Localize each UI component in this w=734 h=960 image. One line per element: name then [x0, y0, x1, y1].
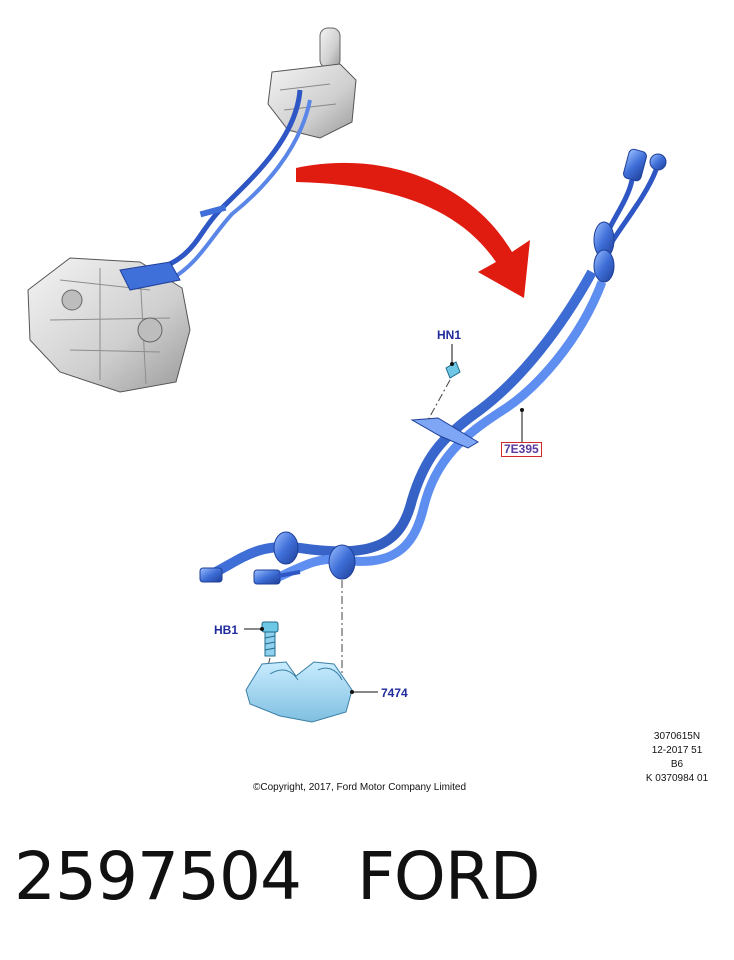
- clip-hn1: [427, 344, 461, 421]
- cable-end-connector-2: [649, 153, 667, 171]
- bulkhead-plate: [410, 417, 479, 449]
- cable-grommet-2: [328, 544, 356, 580]
- gear-knob: [319, 27, 341, 69]
- meta-line: B6: [670, 759, 684, 770]
- meta-line: 12-2017 51: [651, 745, 703, 756]
- direction-arrow: [296, 162, 530, 298]
- exploded-parts-diagram: [27, 27, 667, 723]
- part-caption: 2597504 FORD: [14, 838, 541, 915]
- part-number: 2597504: [14, 838, 302, 915]
- shift-cable-assembly: [199, 148, 667, 585]
- overview-assembly: [27, 27, 357, 393]
- callout-7e395: 7E395: [501, 442, 542, 457]
- overview-cable-2: [168, 99, 312, 282]
- cable-end-connector-4: [253, 569, 281, 585]
- cable-end-connector-3: [199, 567, 223, 583]
- bracket-7474: [245, 661, 378, 723]
- cable-grommet-1: [273, 531, 299, 565]
- meta-line: 3070615N: [653, 731, 701, 742]
- diagram-metadata: 3070615N 12-2017 51 B6 K 0370984 01: [632, 730, 722, 786]
- copyright-notice: ©Copyright, 2017, Ford Motor Company Lim…: [253, 782, 467, 793]
- cable-end-connector-1: [623, 148, 647, 182]
- shift-cable-outer: [209, 269, 597, 579]
- callout-7474: 7474: [381, 686, 408, 700]
- overview-cable-1: [149, 89, 303, 275]
- callout-hn1: HN1: [437, 328, 462, 342]
- brand-name: FORD: [356, 838, 541, 915]
- meta-line: K 0370984 01: [645, 773, 709, 784]
- shifter-housing: [267, 63, 357, 139]
- callout-hb1: HB1: [214, 623, 239, 637]
